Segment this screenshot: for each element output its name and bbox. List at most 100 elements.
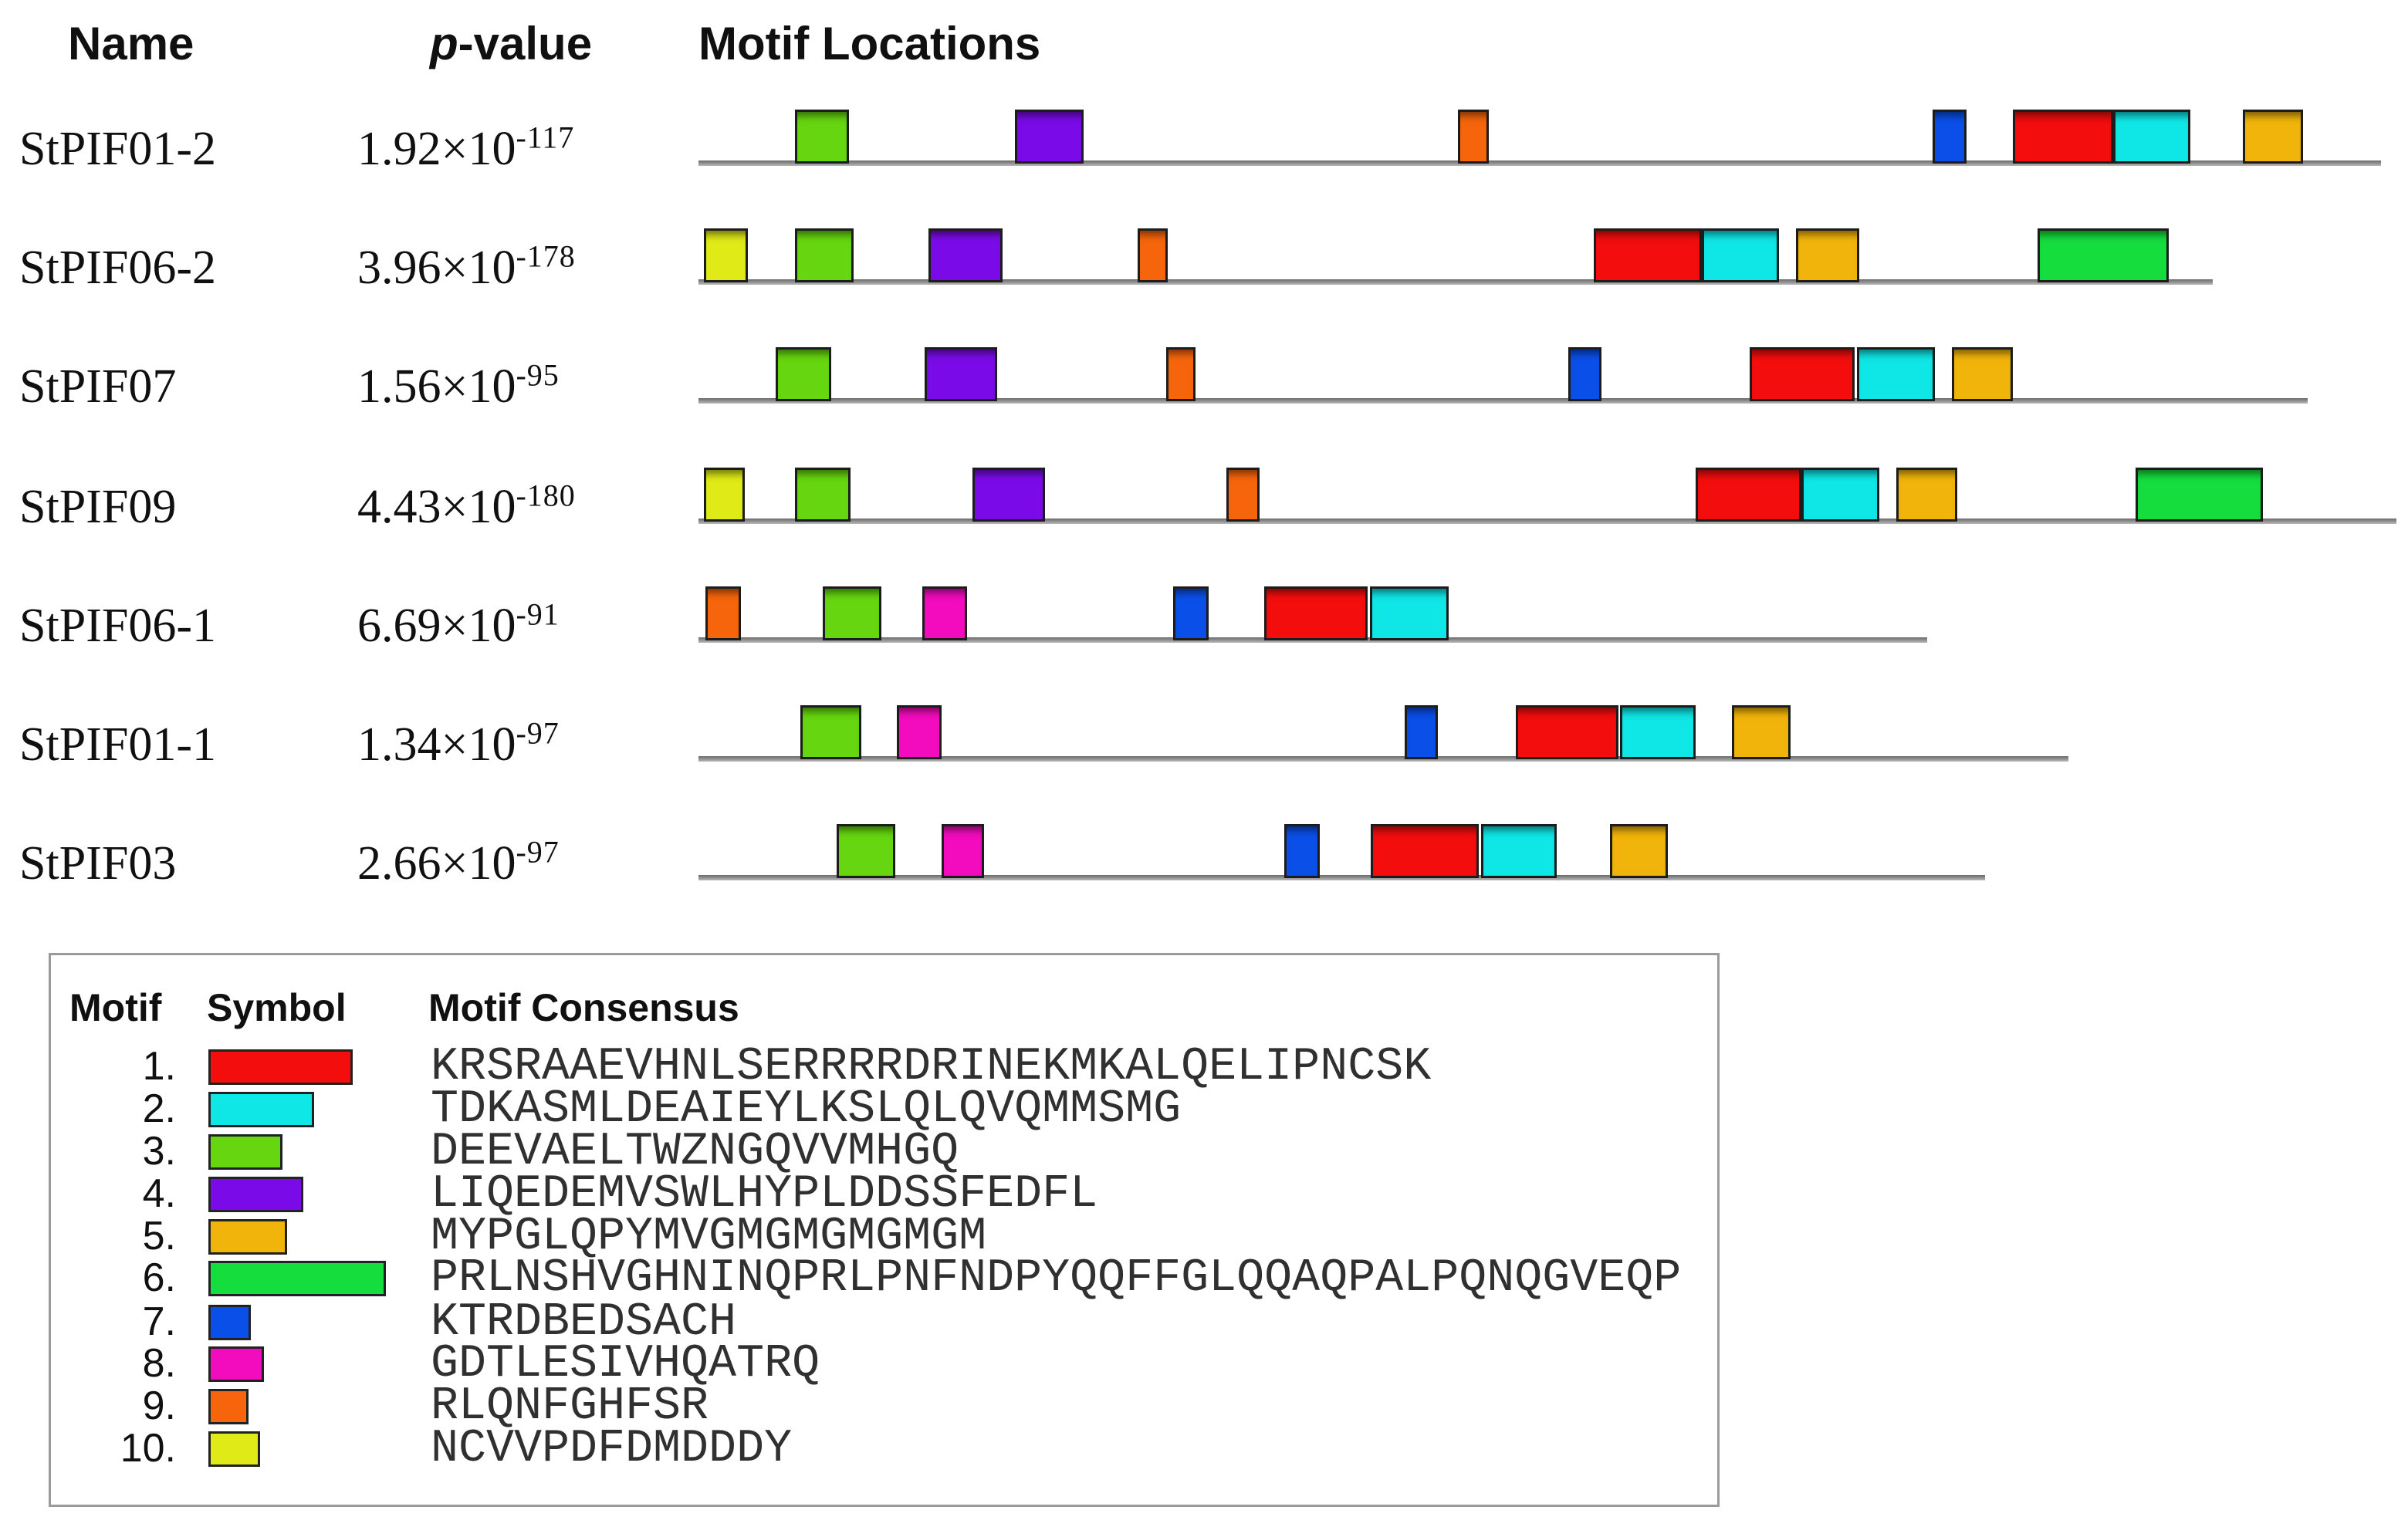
legend-item-number: 8. xyxy=(142,1341,176,1386)
legend-header-consensus: Motif Consensus xyxy=(428,986,739,1029)
motif-block-7 xyxy=(1173,586,1209,640)
motif-block-6 xyxy=(2038,228,2169,282)
track-name: StPIF06-1 xyxy=(19,600,216,652)
pvalue-exponent: -117 xyxy=(516,120,575,155)
track-name: StPIF01-2 xyxy=(19,123,216,175)
motif-block-9 xyxy=(705,586,741,640)
motif-swatch-7 xyxy=(208,1305,251,1340)
motif-block-8 xyxy=(942,824,984,878)
track-pvalue: 2.66×10-97 xyxy=(357,836,560,890)
motif-block-3 xyxy=(837,824,895,878)
motif-block-3 xyxy=(795,228,854,282)
motif-block-8 xyxy=(897,705,942,759)
motif-block-4 xyxy=(972,468,1045,522)
motif-block-9 xyxy=(1166,347,1196,401)
motif-swatch-10 xyxy=(208,1431,260,1467)
pvalue-mantissa: 2.66×10 xyxy=(357,837,516,890)
motif-block-3 xyxy=(823,586,881,640)
motif-block-2 xyxy=(1620,705,1696,759)
motif-consensus-2: TDKASMLDEAIEYLKSLQLQVQMMSMG xyxy=(431,1083,1182,1136)
pvalue-exponent: -178 xyxy=(516,238,576,274)
motif-block-1 xyxy=(1371,824,1479,878)
pvalue-mantissa: 1.34×10 xyxy=(357,718,516,771)
header-name: Name xyxy=(68,18,194,69)
motif-block-5 xyxy=(1732,705,1791,759)
motif-swatch-6 xyxy=(208,1261,386,1296)
motif-block-1 xyxy=(1516,705,1618,759)
track-name: StPIF09 xyxy=(19,481,177,533)
motif-block-9 xyxy=(1138,228,1168,282)
track-pvalue: 1.92×10-117 xyxy=(357,120,575,174)
motif-block-7 xyxy=(1933,110,1967,164)
motif-block-3 xyxy=(795,110,849,164)
protein-backbone-line xyxy=(698,756,2068,762)
motif-block-6 xyxy=(2136,468,2263,522)
motif-block-1 xyxy=(2013,110,2113,164)
motif-swatch-2 xyxy=(208,1092,314,1127)
track-name: StPIF06-2 xyxy=(19,242,216,294)
pvalue-exponent: -95 xyxy=(516,357,560,393)
pvalue-exponent: -180 xyxy=(516,478,576,513)
motif-consensus-5: MYPGLQPYMVGMGMGMGMGM xyxy=(431,1211,987,1263)
track-pvalue: 6.69×10-91 xyxy=(357,599,560,652)
motif-swatch-1 xyxy=(208,1049,353,1085)
motif-block-4 xyxy=(928,228,1003,282)
legend-header-symbol: Symbol xyxy=(207,986,347,1029)
motif-consensus-10: NCVVPDFDMDDDY xyxy=(431,1423,793,1475)
legend-item-number: 3. xyxy=(142,1129,176,1174)
header-motif-locations: Motif Locations xyxy=(698,18,1041,69)
pvalue-mantissa: 4.43×10 xyxy=(357,481,516,533)
motif-block-9 xyxy=(1226,468,1260,522)
pvalue-mantissa: 6.69×10 xyxy=(357,600,516,652)
motif-swatch-4 xyxy=(208,1177,303,1212)
motif-block-5 xyxy=(1952,347,2013,401)
motif-consensus-7: KTRDBEDSACH xyxy=(431,1296,737,1349)
motif-block-2 xyxy=(2113,110,2190,164)
track-pvalue: 1.56×10-95 xyxy=(357,360,560,413)
legend-item-number: 9. xyxy=(142,1383,176,1428)
header-pvalue-suffix: -value xyxy=(458,18,593,69)
legend-item-number: 10. xyxy=(120,1426,176,1471)
motif-block-2 xyxy=(1857,347,1935,401)
protein-backbone-line xyxy=(698,160,2381,166)
motif-block-4 xyxy=(925,347,997,401)
legend-item-number: 6. xyxy=(142,1255,176,1300)
track-name: StPIF07 xyxy=(19,360,177,413)
motif-block-1 xyxy=(1750,347,1855,401)
motif-consensus-4: LIQEDEMVSWLHYPLDDSSFEDFL xyxy=(431,1168,1098,1221)
motif-block-3 xyxy=(795,468,851,522)
protein-backbone-line xyxy=(698,519,2396,524)
motif-block-2 xyxy=(1370,586,1449,640)
motif-block-7 xyxy=(1568,347,1601,401)
protein-backbone-line xyxy=(698,279,2213,285)
track-pvalue: 4.43×10-180 xyxy=(357,478,576,533)
motif-block-10 xyxy=(704,468,745,522)
motif-block-5 xyxy=(1896,468,1957,522)
motif-block-7 xyxy=(1284,824,1320,878)
motif-block-3 xyxy=(800,705,861,759)
motif-consensus-1: KRSRAAEVHNLSERRRRDRINEKMKALQELIPNCSK xyxy=(431,1041,1432,1093)
legend-item-number: 7. xyxy=(142,1299,176,1344)
motif-swatch-9 xyxy=(208,1389,249,1424)
motif-swatch-8 xyxy=(208,1346,264,1382)
motif-block-2 xyxy=(1481,824,1557,878)
motif-consensus-9: RLQNFGHFSR xyxy=(431,1380,709,1433)
motif-block-5 xyxy=(1610,824,1668,878)
motif-block-4 xyxy=(1015,110,1084,164)
motif-swatch-5 xyxy=(208,1219,287,1255)
pvalue-mantissa: 3.96×10 xyxy=(357,242,516,294)
legend-item-number: 5. xyxy=(142,1214,176,1258)
motif-block-1 xyxy=(1594,228,1702,282)
track-name: StPIF03 xyxy=(19,837,177,890)
motif-block-5 xyxy=(1796,228,1859,282)
motif-block-7 xyxy=(1405,705,1438,759)
track-pvalue: 3.96×10-178 xyxy=(357,241,576,294)
motif-consensus-3: DEEVAELTWZNGQVVMHGQ xyxy=(431,1126,959,1178)
track-name: StPIF01-1 xyxy=(19,718,216,771)
motif-swatch-3 xyxy=(208,1134,282,1170)
protein-backbone-line xyxy=(698,875,1985,880)
motif-block-1 xyxy=(1264,586,1368,640)
motif-consensus-6: PRLNSHVGHNINQPRLPNFNDPYQQFFGLQQAQPALPQNQ… xyxy=(431,1252,1682,1305)
pvalue-mantissa: 1.56×10 xyxy=(357,360,516,413)
legend-header-motif: Motif xyxy=(69,986,162,1029)
